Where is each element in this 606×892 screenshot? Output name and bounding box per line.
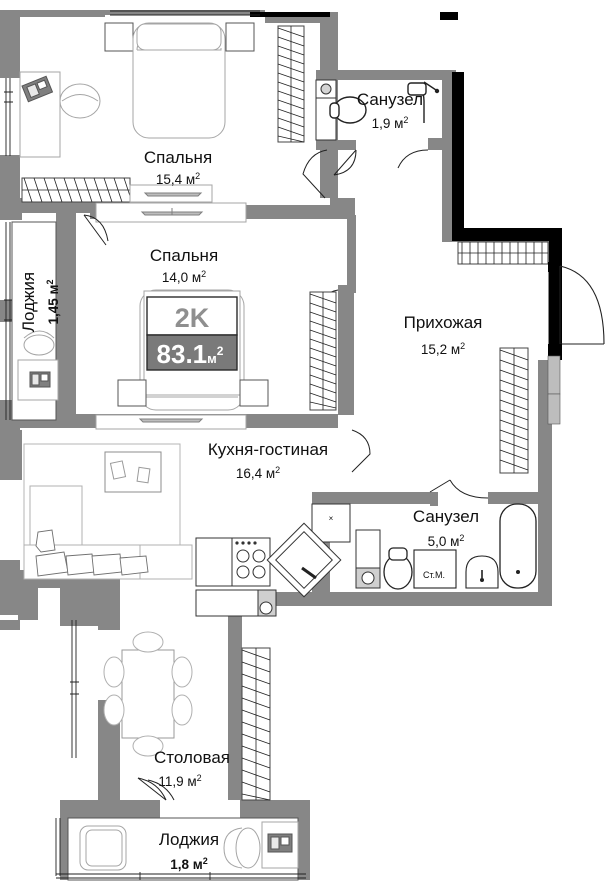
- label-bathroom-main-name: Санузел: [413, 507, 479, 526]
- wardrobe-bedroom-1: [277, 25, 305, 143]
- label-dining-name: Столовая: [154, 748, 230, 767]
- label-hallway-area: 15,2 м2: [421, 341, 465, 357]
- room-labels: Спальня 15,4 м2 Санузел 1,9 м2 Спальня 1…: [19, 90, 482, 872]
- room-kitchen-living: ×: [23, 429, 381, 617]
- window-bedroom-1: [4, 78, 13, 156]
- badge-rooms-label: 2K: [175, 303, 210, 333]
- label-loggia-left-name: Лоджия: [19, 272, 38, 332]
- label-kitchen-living-area: 16,4 м2: [236, 465, 280, 481]
- label-bedroom-1-name: Спальня: [144, 148, 212, 167]
- label-dining-area: 11,9 м2: [158, 773, 201, 789]
- room-loggia-left: [4, 221, 59, 421]
- label-loggia-bottom-area: 1,8 м2: [170, 856, 208, 872]
- room-bathroom-small: [315, 79, 440, 176]
- room-hallway: [457, 241, 605, 474]
- wardrobe-bedroom-1-lower: [21, 177, 131, 203]
- label-washing-machine: Ст.М.: [423, 570, 445, 580]
- label-bedroom-1-area: 15,4 м2: [156, 171, 200, 187]
- label-kitchen-living-name: Кухня-гостиная: [208, 440, 328, 459]
- wardrobe-hallway: [499, 347, 529, 474]
- windows: [110, 10, 260, 16]
- label-hallway-name: Прихожая: [404, 313, 483, 332]
- room-bathroom-main: [383, 479, 537, 590]
- label-loggia-bottom-name: Лоджия: [159, 830, 219, 849]
- kitchen-mark-x: ×: [329, 514, 334, 523]
- label-bedroom-2-area: 14,0 м2: [162, 269, 206, 285]
- label-bathroom-small-area: 1,9 м2: [372, 115, 409, 131]
- label-loggia-left-area: 1,45 м2: [45, 279, 61, 324]
- room-bedroom-1: [19, 22, 305, 223]
- room-loggia-bottom: [55, 779, 306, 881]
- wardrobe-entry: [457, 241, 549, 265]
- label-bedroom-2-name: Спальня: [150, 246, 218, 265]
- wardrobe-dining: [241, 647, 271, 801]
- unit-area-badge: 2K 83.1м2: [146, 296, 238, 371]
- badge-total-area: 83.1м2: [157, 339, 224, 369]
- label-bathroom-main-area: 5,0 м2: [428, 533, 465, 549]
- wardrobe-bedroom-2: [309, 291, 337, 411]
- room-dining: [70, 620, 271, 801]
- label-bathroom-small-name: Санузел: [357, 90, 423, 109]
